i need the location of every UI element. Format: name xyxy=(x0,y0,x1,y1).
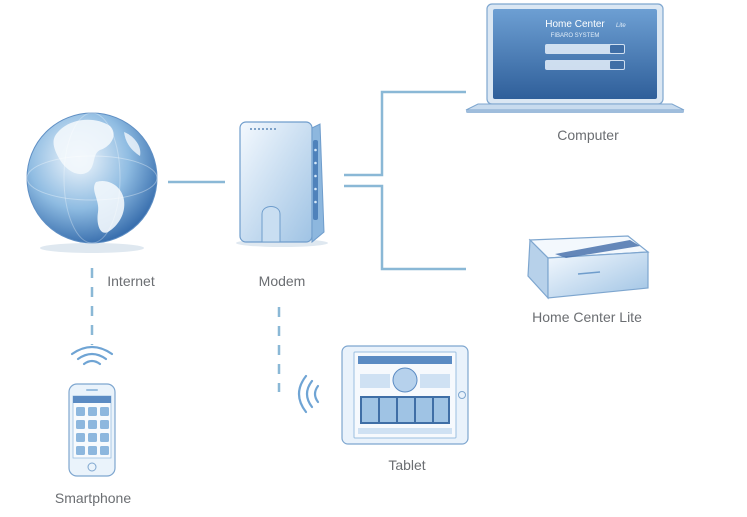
modem-icon xyxy=(236,121,328,247)
laptop-screen-title: Home Center xyxy=(545,19,605,30)
smartphone-label: Smartphone xyxy=(54,490,132,506)
laptop-screen-badge: Lite xyxy=(616,23,626,29)
wireless-links xyxy=(90,268,281,392)
wifi-waves-icon xyxy=(297,374,320,414)
tablet-label: Tablet xyxy=(388,457,426,473)
laptop-icon xyxy=(465,3,685,113)
modem-hub-link xyxy=(344,184,466,271)
internet-label: Internet xyxy=(107,273,155,289)
wifi-waves-icon xyxy=(70,345,114,366)
smartphone-icon xyxy=(68,383,116,477)
modem-computer-link xyxy=(344,90,466,177)
tablet-icon xyxy=(341,345,469,445)
home-center-lite-icon xyxy=(527,235,650,300)
globe-icon xyxy=(26,112,158,253)
computer-label: Computer xyxy=(557,127,619,143)
home-center-lite-label: Home Center Lite xyxy=(532,309,642,325)
modem-label: Modem xyxy=(258,273,306,289)
laptop-screen-subtitle: FIBARO SYSTEM xyxy=(551,33,600,39)
connector-lines xyxy=(168,90,466,271)
